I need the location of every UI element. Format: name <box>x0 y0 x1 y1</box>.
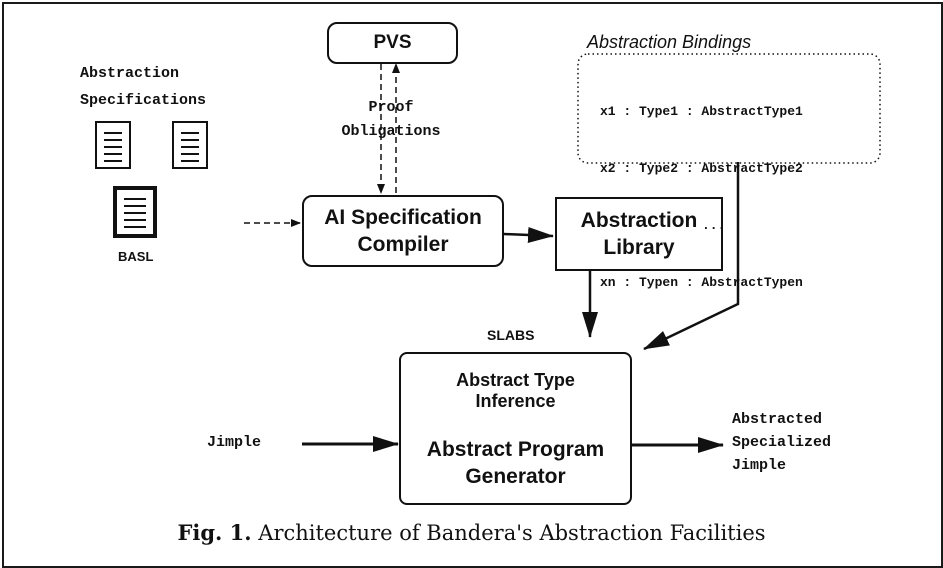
caption-prefix: Fig. 1. <box>177 520 252 545</box>
document-icon <box>172 121 208 169</box>
pvs-node: PVS <box>327 22 458 64</box>
compiler-line1: AI Specification <box>324 206 482 229</box>
inference-line2: Inference <box>475 391 556 411</box>
binding-row: xn : Typen : AbstractTypen <box>600 275 803 290</box>
generator-line2: Generator <box>465 465 566 488</box>
generator-line1: Abstract Program <box>426 438 605 461</box>
proof-obligations-label: Proof Obligations <box>326 96 456 144</box>
specs-line1: Abstraction <box>80 65 180 82</box>
compiler-to-library-arrow <box>503 226 554 243</box>
basl-document-icon <box>113 186 157 238</box>
document-icon <box>95 121 131 169</box>
basl-label: BASL <box>118 249 154 264</box>
proof-line2: Obligations <box>341 123 441 140</box>
abstraction-specifications-label: Abstraction Specifications <box>80 60 206 114</box>
bindings-to-slabs-arrow <box>643 162 740 351</box>
abstraction-library-node: Abstraction Library <box>555 197 723 271</box>
binding-row: x2 : Type2 : AbstractType2 <box>600 161 803 176</box>
figure-caption: Fig. 1. Architecture of Bandera's Abstra… <box>0 520 943 545</box>
output-line2: Specialized <box>732 434 832 451</box>
caption-text: Architecture of Bandera's Abstraction Fa… <box>258 521 766 545</box>
slabs-node <box>399 352 632 505</box>
binding-row: ... <box>702 218 726 233</box>
ai-specification-compiler-node: AI Specification Compiler <box>302 195 504 267</box>
library-line2: Library <box>603 236 675 259</box>
output-line3: Jimple <box>732 457 787 474</box>
abstract-program-generator-label: Abstract Program Generator <box>399 436 632 490</box>
abstract-type-inference-label: Abstract Type Inference <box>399 370 632 412</box>
bindings-title: Abstraction Bindings <box>587 32 752 52</box>
proof-line1: Proof <box>368 99 414 116</box>
pvs-label: PVS <box>373 32 412 53</box>
inference-line1: Abstract Type <box>456 370 575 390</box>
jimple-input-label: Jimple <box>207 434 262 451</box>
binding-row: x1 : Type1 : AbstractType1 <box>600 104 803 119</box>
output-line1: Abstracted <box>732 411 823 428</box>
slabs-label: SLABS <box>487 327 535 343</box>
library-line1: Abstraction <box>580 209 698 232</box>
bindings-box <box>577 53 881 164</box>
specs-line2: Specifications <box>80 92 207 109</box>
abstracted-output-label: Abstracted Specialized Jimple <box>732 408 831 477</box>
compiler-line2: Compiler <box>357 233 449 256</box>
bindings-list: x1 : Type1 : AbstractType1 x2 : Type2 : … <box>600 64 803 311</box>
